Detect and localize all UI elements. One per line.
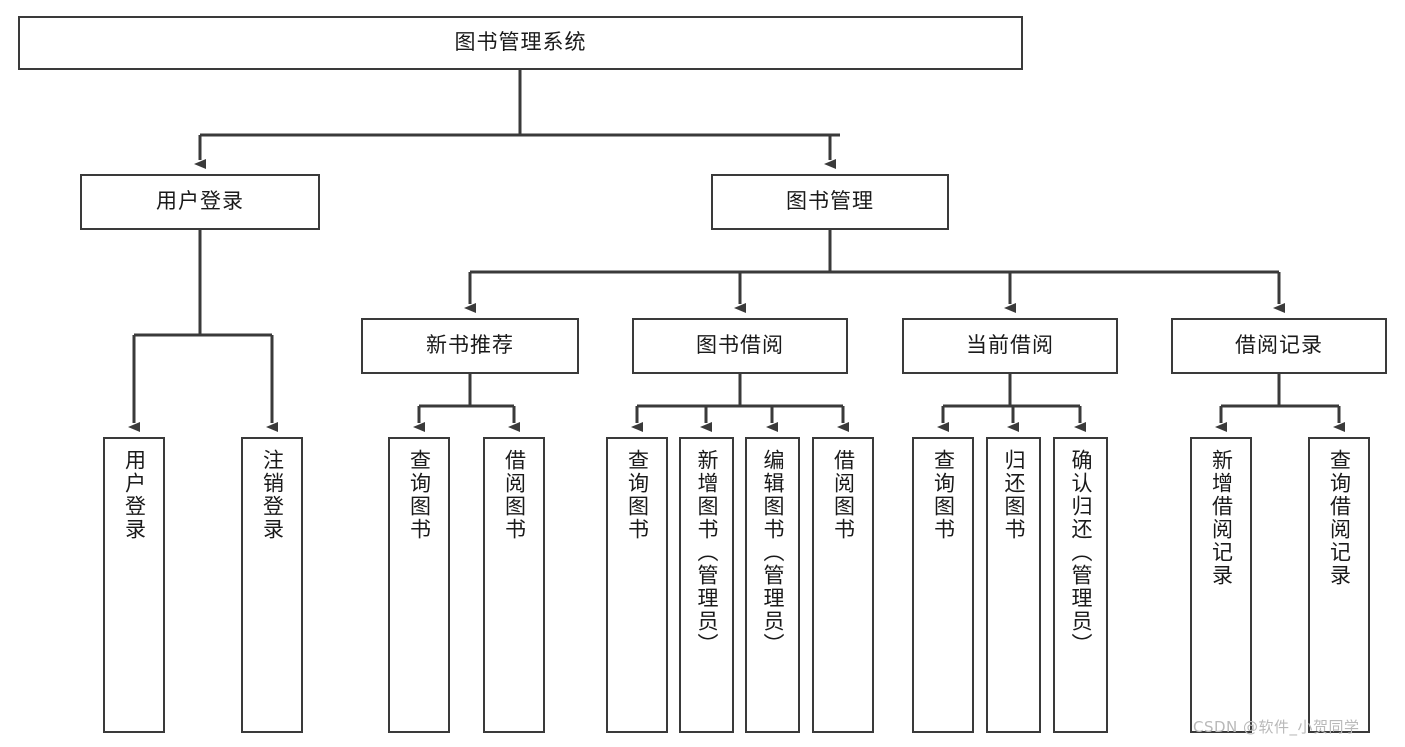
node-book-manage[interactable]: 图书管理: [711, 174, 949, 230]
node-leaf-return-book-label: 归还图书: [1001, 449, 1026, 541]
node-leaf-user-login[interactable]: 用户登录: [103, 437, 165, 733]
node-book-borrow-label: 图书借阅: [696, 333, 784, 358]
node-user-login[interactable]: 用户登录: [80, 174, 320, 230]
node-borrow-record-label: 借阅记录: [1235, 333, 1323, 358]
node-leaf-logout[interactable]: 注销登录: [241, 437, 303, 733]
node-leaf-add-record[interactable]: 新增借阅记录: [1190, 437, 1252, 733]
csdn-watermark: CSDN @软件_小贺同学: [1193, 718, 1360, 736]
node-book-manage-label: 图书管理: [786, 189, 874, 214]
node-leaf-query-book-3-label: 查询图书: [931, 449, 956, 541]
node-new-book-rec[interactable]: 新书推荐: [361, 318, 579, 374]
node-leaf-borrow-book-2-label: 借阅图书: [831, 449, 856, 541]
node-user-login-label: 用户登录: [156, 189, 244, 214]
node-leaf-borrow-book-1[interactable]: 借阅图书: [483, 437, 545, 733]
node-leaf-confirm-return[interactable]: 确认归还（管理员）: [1053, 437, 1108, 733]
node-leaf-query-record-label: 查询借阅记录: [1327, 449, 1352, 587]
node-current-borrow[interactable]: 当前借阅: [902, 318, 1118, 374]
node-leaf-add-record-label: 新增借阅记录: [1209, 449, 1234, 587]
node-current-borrow-label: 当前借阅: [966, 333, 1054, 358]
node-root-label: 图书管理系统: [454, 30, 587, 55]
node-leaf-query-book-1-label: 查询图书: [407, 449, 432, 541]
node-leaf-query-book-2-label: 查询图书: [625, 449, 650, 541]
node-leaf-query-book-1[interactable]: 查询图书: [388, 437, 450, 733]
node-book-borrow[interactable]: 图书借阅: [632, 318, 848, 374]
node-leaf-query-record[interactable]: 查询借阅记录: [1308, 437, 1370, 733]
node-leaf-user-login-label: 用户登录: [122, 449, 147, 541]
node-new-book-rec-label: 新书推荐: [426, 333, 514, 358]
node-leaf-confirm-return-label: 确认归还（管理员）: [1068, 449, 1093, 656]
node-leaf-add-book[interactable]: 新增图书（管理员）: [679, 437, 734, 733]
node-leaf-borrow-book-1-label: 借阅图书: [502, 449, 527, 541]
node-root[interactable]: 图书管理系统: [18, 16, 1023, 70]
node-leaf-borrow-book-2[interactable]: 借阅图书: [812, 437, 874, 733]
node-borrow-record[interactable]: 借阅记录: [1171, 318, 1387, 374]
node-leaf-return-book[interactable]: 归还图书: [986, 437, 1041, 733]
node-leaf-add-book-label: 新增图书（管理员）: [694, 449, 719, 656]
node-leaf-edit-book[interactable]: 编辑图书（管理员）: [745, 437, 800, 733]
node-leaf-logout-label: 注销登录: [260, 449, 285, 541]
node-leaf-query-book-3[interactable]: 查询图书: [912, 437, 974, 733]
node-leaf-edit-book-label: 编辑图书（管理员）: [760, 449, 785, 656]
node-leaf-query-book-2[interactable]: 查询图书: [606, 437, 668, 733]
